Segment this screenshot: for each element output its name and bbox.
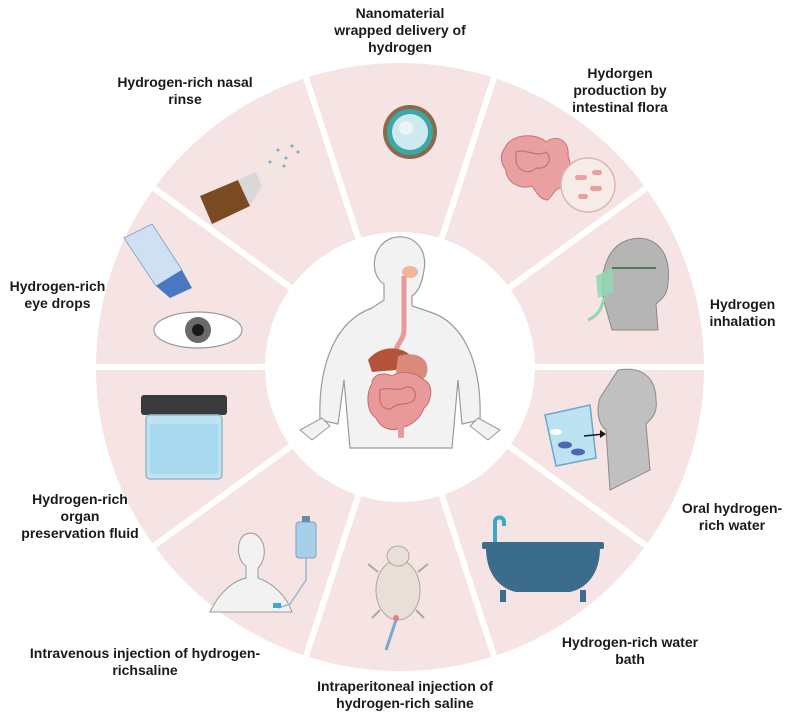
label-eye-drops: Hydrogen-rich eye drops xyxy=(9,278,106,311)
storage-jar-icon xyxy=(141,395,227,480)
label-water-bath: Hydrogen-rich water bath xyxy=(561,634,699,667)
eye-dropper-icon xyxy=(123,223,243,349)
label-intestinal-flora: Hydorgen production by intestinal flora xyxy=(572,65,668,115)
rat-injection-icon xyxy=(367,545,429,651)
bathtub-icon xyxy=(482,515,604,602)
drinking-glass-icon xyxy=(544,368,657,491)
label-oral-water: Oral hydrogen- rich water xyxy=(681,500,783,533)
label-intraperitoneal: Intraperitoneal injection of hydrogen-ri… xyxy=(317,678,493,711)
nasal-spray-icon xyxy=(200,128,300,224)
label-inhalation: Hydrogen inhalation xyxy=(709,296,776,329)
iv-drip-icon xyxy=(209,516,317,613)
nanoparticle-icon xyxy=(383,105,437,159)
label-nanomaterial: Nanomaterial wrapped delivery of hydroge… xyxy=(334,5,466,55)
label-nasal-rinse: Hydrogen-rich nasal rinse xyxy=(117,74,253,107)
label-organ-preservation: Hydrogen-rich organ preservation fluid xyxy=(21,491,139,541)
label-intravenous: Intravenous injection of hydrogen- richs… xyxy=(29,645,261,678)
human-digestive-system-icon xyxy=(299,236,501,449)
intestine-bacteria-icon xyxy=(500,135,616,213)
oxygen-mask-icon xyxy=(587,237,670,331)
